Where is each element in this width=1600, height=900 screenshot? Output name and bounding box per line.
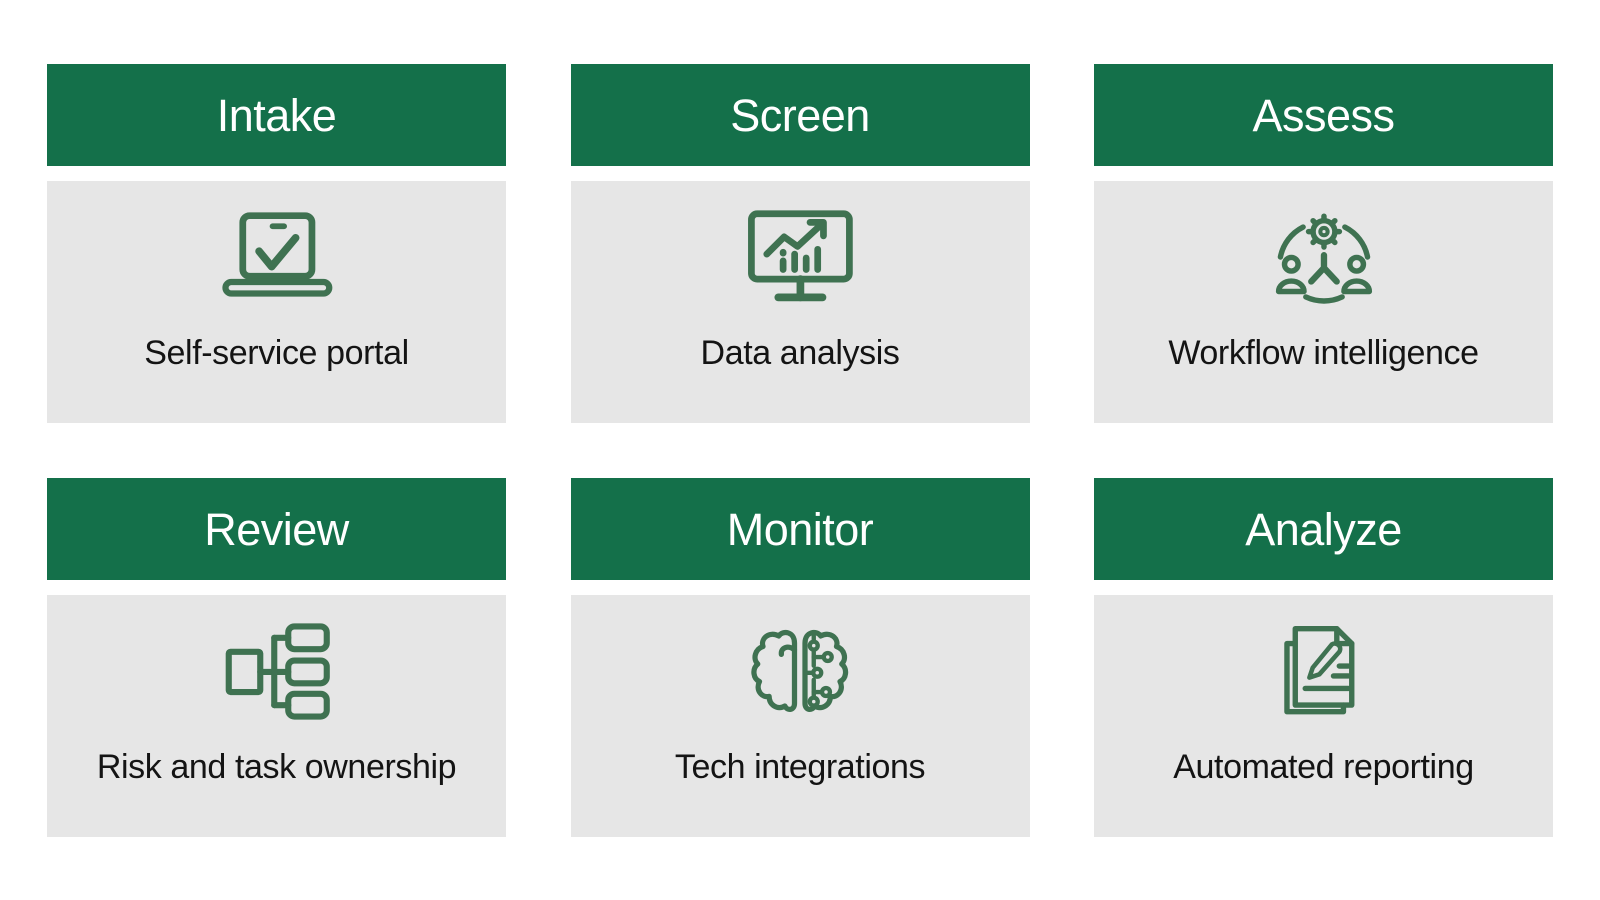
card-label: Risk and task ownership	[96, 748, 457, 786]
card-title: Review	[204, 503, 349, 555]
card-label: Automated reporting	[1173, 748, 1474, 786]
monitor-chart-icon	[737, 206, 864, 308]
card-header: Review	[47, 478, 506, 580]
card-title: Monitor	[726, 503, 874, 555]
card-header: Assess	[1094, 64, 1553, 166]
card-intake: Intake Self-service portal	[47, 64, 506, 423]
card-body: Workflow intelligence	[1094, 181, 1553, 423]
card-header: Monitor	[570, 478, 1030, 580]
card-header: Analyze	[1094, 478, 1553, 580]
laptop-check-icon	[213, 206, 340, 308]
card-title: Analyze	[1245, 503, 1402, 555]
card-title: Screen	[730, 89, 870, 141]
card-body: Tech integrations	[570, 595, 1030, 837]
card-body: Data analysis	[570, 181, 1030, 423]
hierarchy-icon	[220, 620, 334, 722]
card-label: Tech integrations	[674, 748, 926, 786]
card-assess: Assess	[1094, 64, 1553, 423]
diagram-row-2: Review Risk and task ownership	[47, 478, 1553, 837]
diagram-row-1: Intake Self-service portal Screen	[47, 0, 1553, 423]
card-screen: Screen D	[570, 64, 1030, 423]
card-analyze: Analyze Automated reporting	[1094, 478, 1553, 837]
card-label: Workflow intelligence	[1168, 334, 1479, 372]
brain-circuit-icon	[749, 620, 851, 722]
card-title: Intake	[216, 89, 337, 141]
card-header: Intake	[47, 64, 506, 166]
card-monitor: Monitor	[570, 478, 1030, 837]
card-body: Self-service portal	[47, 181, 506, 423]
card-label: Data analysis	[700, 334, 900, 372]
card-title: Assess	[1252, 89, 1395, 141]
documents-pencil-icon	[1277, 620, 1370, 722]
card-label: Self-service portal	[144, 334, 409, 372]
card-body: Automated reporting	[1094, 595, 1553, 837]
card-review: Review Risk and task ownership	[47, 478, 506, 837]
card-body: Risk and task ownership	[47, 595, 506, 837]
workflow-people-gear-icon	[1265, 206, 1383, 308]
card-header: Screen	[570, 64, 1030, 166]
